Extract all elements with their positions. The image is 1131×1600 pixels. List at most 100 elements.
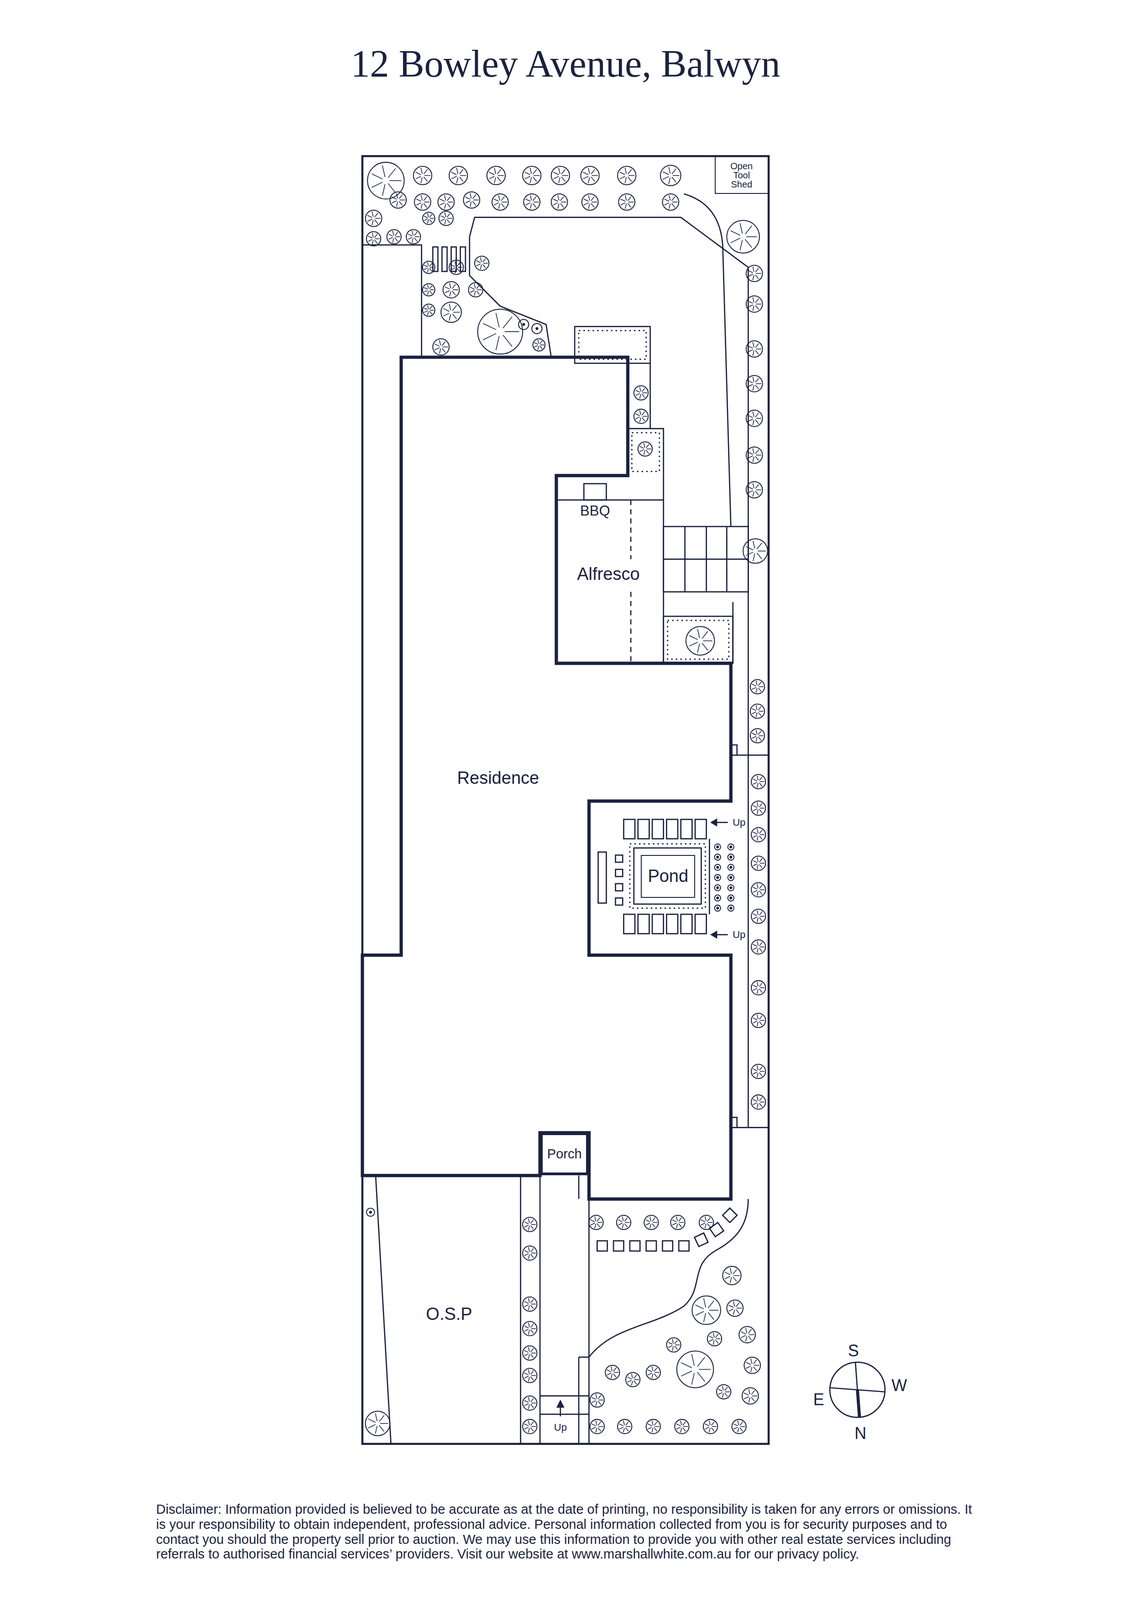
tree-symbol <box>443 281 460 299</box>
tree-symbol <box>666 1338 681 1353</box>
tree-symbol <box>522 166 541 185</box>
tree-symbol <box>605 1366 620 1381</box>
tree-symbol <box>646 1419 661 1435</box>
tree-symbol <box>751 1064 766 1079</box>
alfresco-edge <box>630 500 632 560</box>
tree-symbol <box>518 319 529 330</box>
tree-symbol <box>439 211 454 226</box>
tree-symbol <box>699 1215 714 1231</box>
tree-symbol <box>660 165 681 186</box>
path-edge <box>747 755 749 1128</box>
tree-symbol <box>366 1208 375 1217</box>
tree-symbol <box>743 539 768 564</box>
tree-symbol <box>522 1396 537 1411</box>
tree-symbol <box>522 1321 537 1336</box>
tree-symbol <box>522 1217 537 1232</box>
tree-symbol <box>691 1296 721 1325</box>
tree-symbol <box>422 212 435 225</box>
tree-symbol <box>463 191 480 209</box>
tree-symbol <box>714 874 721 881</box>
pond-courtyard <box>598 819 710 935</box>
tree-symbol <box>738 1327 756 1344</box>
porch-box: Porch <box>539 1132 589 1176</box>
tree-symbol <box>751 1095 766 1110</box>
compass-letter: S <box>848 1342 859 1361</box>
planter-bed <box>649 363 651 429</box>
tree-symbol <box>746 296 763 313</box>
room-label: Alfresco <box>576 565 640 584</box>
room-label: Open Tool Shed <box>728 161 755 189</box>
tree-symbol <box>685 626 715 656</box>
path-edge <box>469 217 749 603</box>
tree-symbol <box>703 1419 718 1435</box>
room-label: BBQ <box>580 503 610 519</box>
disclaimer-caption: Disclaimer: Information provided is beli… <box>156 1502 978 1563</box>
tree-symbol <box>726 220 760 254</box>
tree-symbol <box>751 774 766 790</box>
tree-symbol <box>746 340 763 358</box>
tree-symbols <box>365 162 768 1437</box>
tree-symbol <box>551 166 570 185</box>
tree-symbol <box>751 1013 766 1028</box>
compass <box>829 1362 885 1419</box>
tree-symbol <box>746 410 763 427</box>
tree-symbol <box>670 1215 685 1231</box>
paver-grid <box>663 526 749 592</box>
garden-bed <box>469 236 552 358</box>
tree-symbol <box>581 166 600 185</box>
plan-title: 12 Bowley Avenue, Balwyn <box>0 41 1131 86</box>
tree-symbol <box>523 193 540 211</box>
tree-symbol <box>727 884 734 891</box>
bbq-symbol <box>583 483 607 501</box>
planter-bed <box>627 428 664 664</box>
tree-symbol <box>618 193 635 211</box>
tree-symbol <box>644 1215 659 1231</box>
tree-symbol <box>522 1368 537 1383</box>
tree-symbol <box>367 162 405 200</box>
compass-letter: W <box>891 1377 907 1395</box>
tree-symbol <box>751 909 766 924</box>
tree-symbol <box>727 844 734 851</box>
tree-symbol <box>365 210 383 227</box>
room-label: Pond <box>647 867 689 886</box>
tree-symbol <box>751 980 766 995</box>
tree-symbol <box>414 193 431 211</box>
tree-symbol <box>440 302 462 323</box>
tree-symbol <box>746 447 763 464</box>
front-path <box>520 1176 590 1445</box>
tree-symbol <box>646 1366 661 1381</box>
tree-symbol <box>422 283 435 297</box>
compass-letter: N <box>854 1425 867 1443</box>
up-arrow <box>557 819 728 1417</box>
tree-symbol <box>751 940 766 955</box>
tree-symbol <box>727 905 734 912</box>
compass-letter: E <box>813 1392 825 1410</box>
tree-symbol <box>662 193 679 211</box>
stair-label: Up <box>732 817 746 828</box>
tree-symbol <box>616 1215 631 1231</box>
tree-symbol <box>422 261 435 274</box>
tree-symbol <box>474 256 489 271</box>
tree-symbol <box>742 1388 759 1405</box>
planter-bed <box>631 432 660 472</box>
planter-bed <box>578 330 647 360</box>
residence-wall <box>362 357 731 1200</box>
osp-area: O.S.P <box>375 1175 521 1445</box>
tree-symbol <box>366 231 381 247</box>
residence-wall-line <box>362 357 731 1200</box>
tree-symbol <box>751 883 766 898</box>
tree-symbol <box>617 1419 632 1435</box>
path-edge <box>683 193 731 527</box>
tree-symbol <box>722 1267 741 1286</box>
planter-bed <box>663 616 734 664</box>
tool-shed-box: Open Tool Shed <box>714 156 770 194</box>
tree-symbol <box>486 166 506 185</box>
stepping-stones <box>596 1208 738 1252</box>
tree-symbol <box>727 864 734 871</box>
tree-symbol <box>413 166 432 185</box>
tree-symbol <box>714 864 721 871</box>
tree-symbol <box>676 1351 714 1389</box>
tree-symbol <box>746 265 763 283</box>
tree-symbol <box>727 874 734 881</box>
tree-symbol <box>633 409 649 424</box>
